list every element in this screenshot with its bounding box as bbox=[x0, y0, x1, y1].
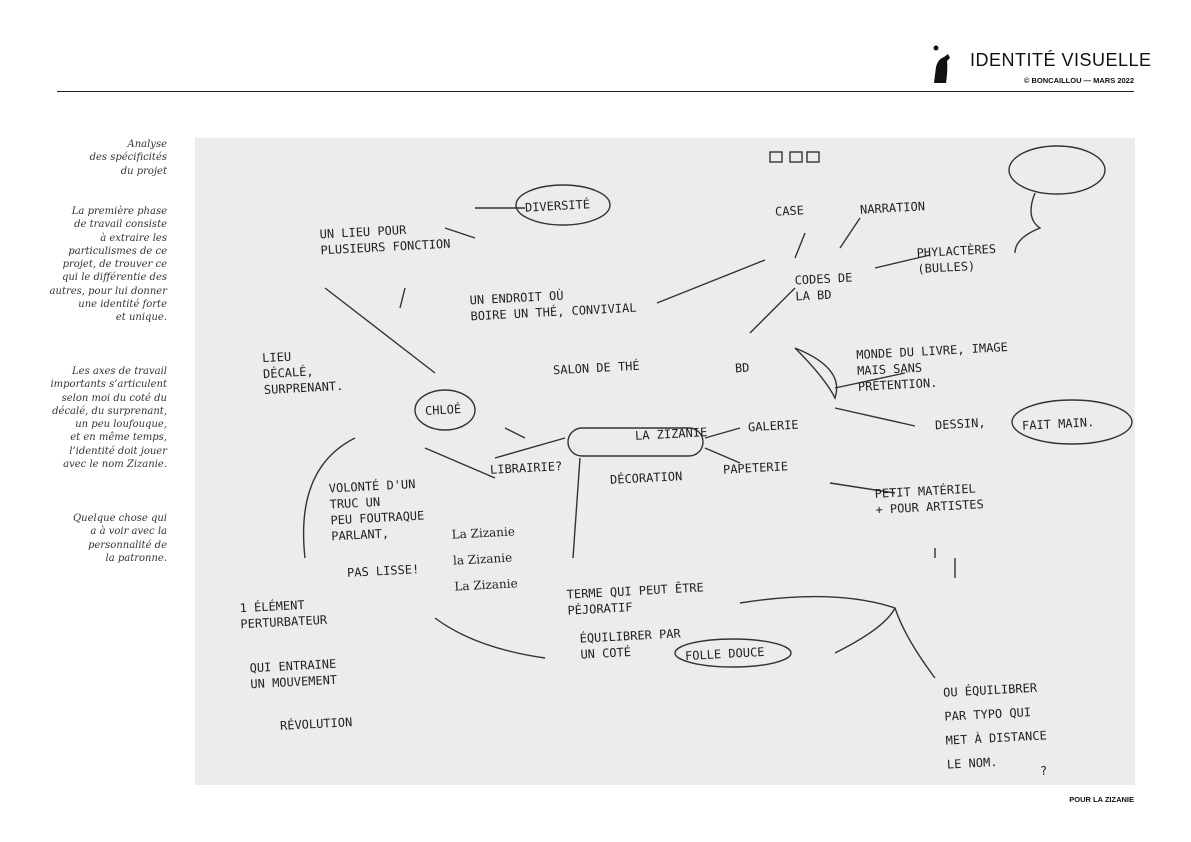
note: CHLOÉ bbox=[424, 402, 462, 418]
note: CODES DE LA BD bbox=[794, 270, 853, 304]
note: ? bbox=[1039, 763, 1048, 779]
note: CASE bbox=[774, 203, 805, 219]
note: ÉQUILIBRER PAR UN COTÉ bbox=[579, 626, 682, 662]
note: PETIT MATÉRIEL + POUR ARTISTES bbox=[874, 481, 985, 517]
sketch-strokes bbox=[302, 145, 1133, 679]
note: DIVERSITÉ bbox=[524, 197, 591, 215]
boncaillou-logo bbox=[933, 45, 950, 83]
note: 1 ÉLÉMENT PERTURBATEUR bbox=[239, 597, 328, 632]
page-subtitle: © BONCAILLOU — MARS 2022 bbox=[1023, 76, 1134, 85]
footer-label: POUR LA ZIZANIE bbox=[1069, 795, 1134, 804]
note: PAPETERIE bbox=[722, 459, 789, 477]
sidebar-paragraph: Analyse des spécificités du projet bbox=[89, 139, 167, 177]
note: GALERIE bbox=[747, 417, 799, 435]
note: DESSIN, bbox=[934, 415, 986, 433]
note: MONDE DU LIVRE, IMAGE MAIS SANS PRÉTENTI… bbox=[855, 340, 1009, 394]
note: OU ÉQUILIBRER PAR TYPO QUI MET À DISTANC… bbox=[942, 680, 1048, 772]
note: VOLONTÉ D'UN TRUC UN PEU FOUTRAQUE PARLA… bbox=[328, 476, 425, 544]
note: NARRATION bbox=[859, 199, 926, 217]
note: QUI ENTRAINE UN MOUVEMENT bbox=[249, 656, 338, 692]
zizanie-lettering-studies: La Zizanie la Zizanie La Zizanie bbox=[451, 524, 518, 594]
sidebar-paragraph: Les axes de travail importants s’articul… bbox=[50, 366, 167, 471]
header-divider bbox=[57, 91, 1134, 92]
page-title: IDENTITÉ VISUELLE bbox=[970, 50, 1152, 70]
mind-map-sketch: LA ZIZANIE UN LIEU POUR PLUSIEURS FONCTI… bbox=[195, 138, 1135, 785]
note: BD bbox=[734, 360, 750, 376]
sidebar-paragraph: Quelque chose qui a à voir avec la perso… bbox=[72, 513, 167, 564]
note: LIEU DÉCALÉ, SURPRENANT. bbox=[261, 349, 344, 398]
note: UN LIEU POUR PLUSIEURS FONCTION bbox=[319, 222, 451, 258]
note: PHYLACTÈRES (BULLES) bbox=[916, 241, 997, 277]
sidebar-paragraph: La première phase de travail consiste à … bbox=[49, 206, 167, 324]
